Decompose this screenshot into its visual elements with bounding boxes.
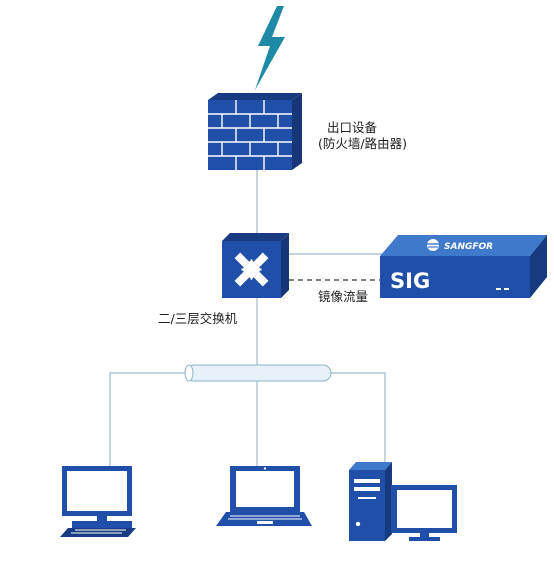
link-bus-to-left-endpoint: [109, 372, 186, 466]
firewall-icon: [208, 93, 302, 170]
tower-case-icon: [349, 462, 392, 541]
egress-device-label: 出口设备: [327, 120, 378, 135]
sangfor-brand-text: SANGFOR: [444, 242, 493, 252]
desktop-computer-icon: [60, 466, 136, 537]
sig-appliance-icon: SANGFOR SIG: [380, 235, 547, 298]
monitor-icon: [391, 485, 457, 541]
link-bus-to-right-endpoint: [330, 372, 386, 462]
switch-label: 二/三层交换机: [158, 311, 238, 326]
laptop-icon: [216, 466, 312, 526]
lightning-icon: [255, 6, 285, 90]
network-bus-cylinder: [184, 364, 332, 382]
connection-lines: [109, 170, 386, 466]
mirror-traffic-label: 镜像流量: [318, 289, 369, 304]
sangfor-logo-icon: [427, 239, 439, 251]
workstation-icon: [349, 462, 457, 541]
switch-icon: [222, 233, 289, 298]
sig-model-text: SIG: [390, 269, 430, 293]
egress-device-sublabel: (防火墙/路由器): [318, 136, 407, 151]
